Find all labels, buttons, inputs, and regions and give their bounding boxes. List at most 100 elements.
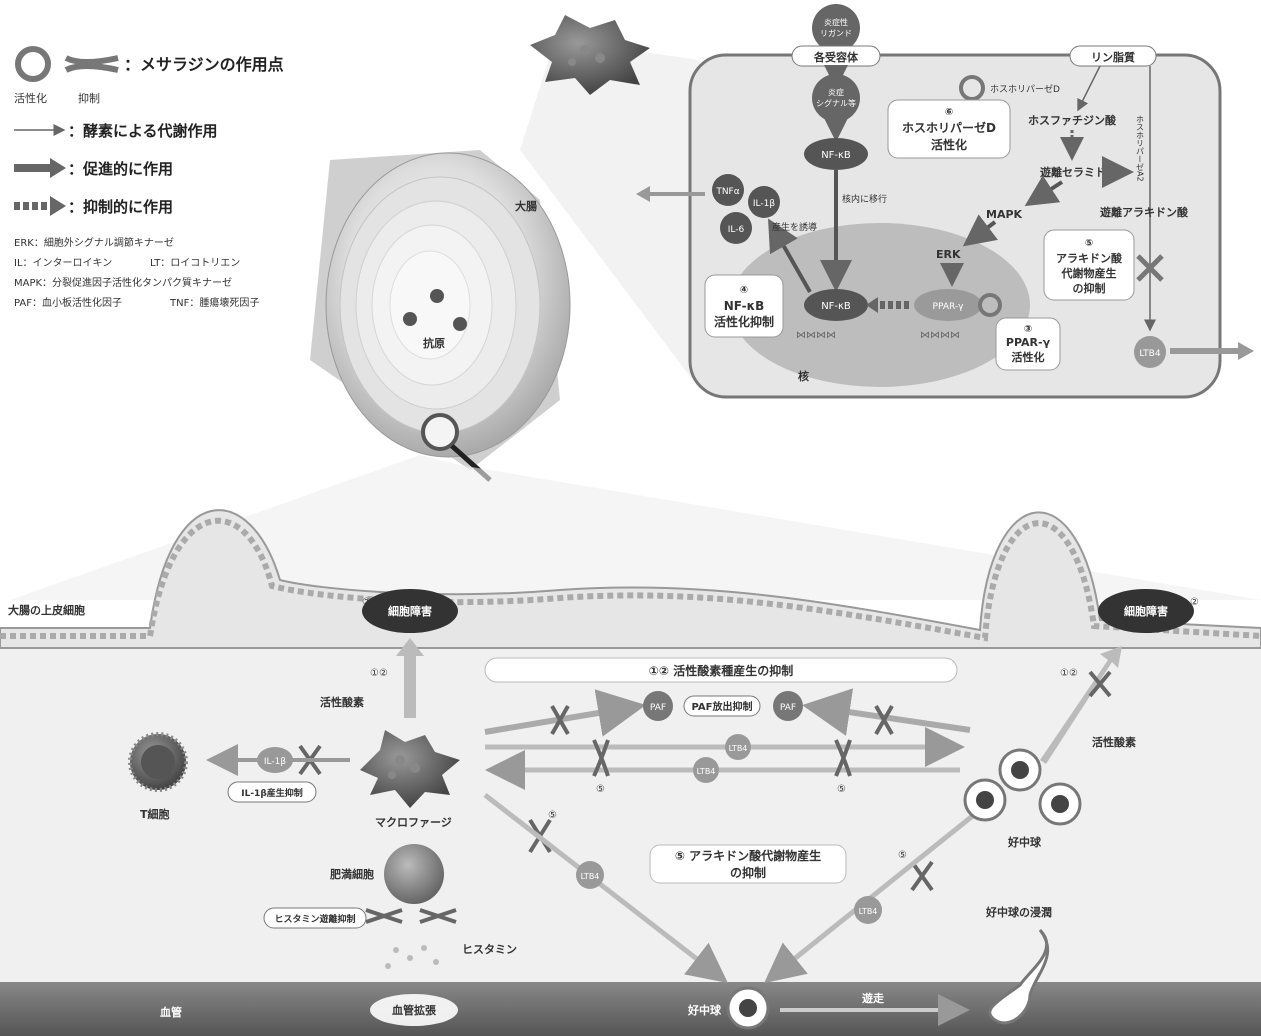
aa-banner-l1: ⑤ アラキドン酸代謝物産生 [675,848,821,863]
to-nucleus-label: 核内に移行 [842,193,887,205]
neutrophil-bottom-label: 好中球 [687,1003,722,1017]
vasodilation-label: 血管拡張 [392,1003,437,1017]
ppar-suppress-arrow-icon [866,297,909,313]
infiltration-label: 好中球の浸潤 [985,905,1052,919]
aa-box-l3: の抑制 [1073,281,1106,295]
pldd-box-l1: ホスホリパーゼD [902,120,996,135]
nfkb-nucleus-node [804,289,868,321]
blood-vessel [0,982,1261,1036]
ltb4-diag-left: LTB4 [581,872,600,881]
num5-c: ⑤ [548,810,557,821]
legend-suppress: ：抑制的に作用 [68,198,173,216]
legend-promote: ：促進的に作用 [68,160,173,178]
num2-left: ② [362,597,371,608]
ltb4-cell-label: LTB4 [1139,349,1160,359]
nfkb-top-label: NF-κB [821,150,851,161]
pldd-box-l2: 活性化 [931,137,967,152]
dna-left: ⋈⋈⋈⋈ [796,330,836,341]
num5-b: ⑤ [837,784,846,795]
legend-enzyme: ：酵素による代謝作用 [68,122,218,140]
legend-inhibition: 抑制 [78,91,100,105]
nucleus-label: 核 [798,369,809,383]
cell-damage-left [362,589,458,633]
ltb4-right-arrow: LTB4 [729,744,748,753]
mast-cell-icon [384,844,444,904]
macrophage-icon [360,730,460,808]
arachidonic-label: 遊離アラキドン酸 [1100,205,1189,219]
num5-d: ⑤ [898,850,907,861]
il6-label: IL-6 [728,225,745,235]
paf-release-label: PAF放出抑制 [692,700,753,713]
signal-label-2: シグナル等 [816,98,856,108]
epithelium-layer [0,509,1261,649]
ceramide-label: 遊離セラミド [1040,165,1106,179]
legend: ：メサラジンの作用点 活性化 抑制 ：酵素による代謝作用 ：促進的に作用 ：抑制… [14,46,284,216]
signal-label-1: 炎症 [828,87,844,97]
tissue-panel: 大腸の上皮細胞 血管 血管拡張 細胞障害 ② 細胞障害 ② ①② 活性酸素 ①②… [0,509,1261,1036]
nfkb-box-l2: 活性化抑制 [714,314,774,329]
suppress-arrow-icon [14,196,66,216]
cell-damage-left-label: 細胞障害 [388,604,432,618]
ppar-box-l1: PPAR-γ [1006,336,1051,349]
abbreviations: ERK：細胞外シグナル調節キナーゼ IL：インターロイキン LT：ロイコトリエン… [14,236,259,309]
tnfa-label: TNFα [715,187,739,197]
pldd-label: ホスホリパーゼD [990,83,1060,95]
histamine-dots [385,945,439,969]
legend-action-point: ：メサラジンの作用点 [124,55,284,74]
abbr-il: IL：インターロイキン [14,257,112,269]
ppar-box-l2: 活性化 [1012,350,1045,364]
abbr-tnf: TNF：腫瘍壊死因子 [169,296,259,309]
ligand-label-1: 炎症性 [824,17,848,27]
abbr-mapk: MAPK：分裂促進因子活性化タンパク質キナーゼ [14,276,232,289]
epithelium-label: 大腸の上皮細胞 [8,603,85,617]
aa-banner-l2: の抑制 [730,865,766,880]
nfkb-box-num: ④ [740,285,748,296]
large-intestine-label: 大腸 [515,199,537,213]
num5-a: ⑤ [596,784,605,795]
legend-activation: 活性化 [14,91,47,105]
ppar-box-num: ③ [1024,324,1032,335]
dna-right: ⋈⋈⋈⋈ [920,330,960,341]
antigen-label: 抗原 [423,336,445,350]
il1b-tissue: IL-1β [264,757,286,767]
tcell-label: T細胞 [140,807,170,821]
neutrophil-group-icon [963,748,1082,826]
promote-arrow-icon [14,158,66,178]
vessel-label: 血管 [160,1005,182,1019]
colon-illustration: 大腸 抗原 [310,150,571,482]
phosphatidic-label: ホスファチジン酸 [1028,113,1117,127]
pldd-box-num: ⑥ [945,107,953,118]
paf-right: PAF [780,703,796,713]
activation-circle-icon [15,46,51,82]
ligand-label-2: リガンド [820,28,852,38]
zoom-cone-bottom [10,455,1261,600]
ppar-activation-icon [978,293,1002,317]
inhibition-cross-icon [64,55,119,73]
aa-box-l1: アラキドン酸 [1056,251,1123,265]
pla2-label: ホスホリパーゼA2 [1136,115,1145,182]
cytokine-out-arrow-icon [636,186,705,202]
mast-label: 肥満細胞 [330,867,374,881]
mapk-label: MAPK [986,208,1023,221]
erk-label: ERK [936,248,961,261]
cell-damage-right-label: 細胞障害 [1124,604,1168,618]
zoom-cone-top [520,40,700,390]
macrophage-top-icon [530,15,650,95]
aa-box-l2: 代謝物産生 [1061,266,1117,280]
signal-node [812,74,860,122]
abbr-erk: ERK：細胞外シグナル調節キナーゼ [14,236,174,249]
ros-left-label: 活性酸素 [320,695,364,709]
induce-label: 産生を誘導 [772,221,817,233]
nfkb-nucleus-label: NF-κB [821,301,851,312]
pldd-activation-icon [959,75,985,101]
receptors-label: 各受容体 [813,50,859,64]
phospholipid-label: リン脂質 [1091,50,1135,64]
migration-label: 遊走 [862,991,884,1005]
abbr-paf: PAF：血小板活性化因子 [14,296,122,309]
ligand-node [812,4,860,52]
nfkb-box-l1: NF-κB [724,299,765,313]
num2-right: ② [1190,597,1199,608]
macrophage-label: マクロファージ [375,816,452,829]
antigen-icon [403,289,467,331]
